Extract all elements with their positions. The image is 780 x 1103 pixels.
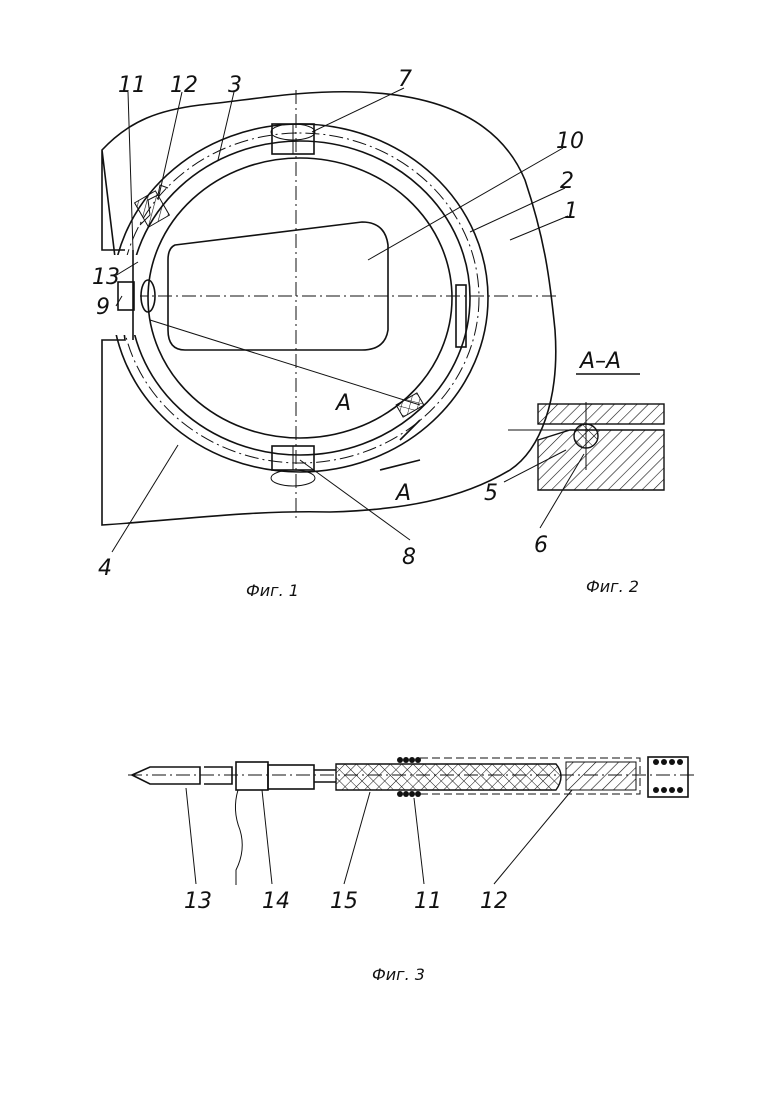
fig3-label-11: 11: [414, 889, 442, 914]
figure-3: 13 14 15 11 12 Фиг. 3: [128, 757, 696, 984]
fig1-section-a-top: A: [334, 391, 351, 416]
fig3-label-12: 12: [480, 889, 508, 914]
window-10: [168, 222, 388, 350]
section-top-plate: [538, 404, 664, 424]
fig2-section-title: А–А: [578, 349, 621, 374]
fig1-label-9: 9: [96, 295, 110, 320]
fig1-label-10: 10: [556, 129, 584, 154]
fig1-label-1: 1: [564, 199, 578, 224]
fig1-label-13: 13: [92, 265, 120, 290]
fig1-label-4: 4: [98, 556, 112, 581]
fig3-label-15: 15: [330, 889, 358, 914]
fig2-caption: Фиг. 2: [586, 577, 639, 596]
fig1-label-11: 11: [118, 73, 146, 98]
fig3-label-14: 14: [262, 889, 290, 914]
fig1-label-8: 8: [402, 545, 416, 570]
sleeve-15: [336, 764, 561, 790]
figure-1: 11 12 3 7 10 2 1 13 9 4 8 A A Фиг. 1: [92, 67, 584, 600]
collar-14: [236, 762, 268, 790]
fig3-label-13: 13: [184, 889, 212, 914]
inner-ring: [148, 158, 452, 438]
fig3-caption: Фиг. 3: [372, 965, 425, 984]
fig1-caption: Фиг. 1: [246, 581, 299, 600]
section-bottom-block: [538, 430, 664, 490]
ring-centerline: [121, 133, 479, 463]
section-line: [150, 320, 420, 405]
fig1-label-3: 3: [228, 73, 242, 98]
fig2-label-6: 6: [534, 533, 548, 558]
fig1-label-12: 12: [170, 73, 198, 98]
rod-12: [566, 762, 636, 790]
fig2-label-5: 5: [484, 481, 498, 506]
fig1-label-2: 2: [560, 169, 574, 194]
figure-2: А–А 5 6 Фиг. 2: [484, 349, 664, 596]
fig1-section-a-bottom: A: [394, 481, 411, 506]
fig1-label-7: 7: [398, 67, 412, 92]
